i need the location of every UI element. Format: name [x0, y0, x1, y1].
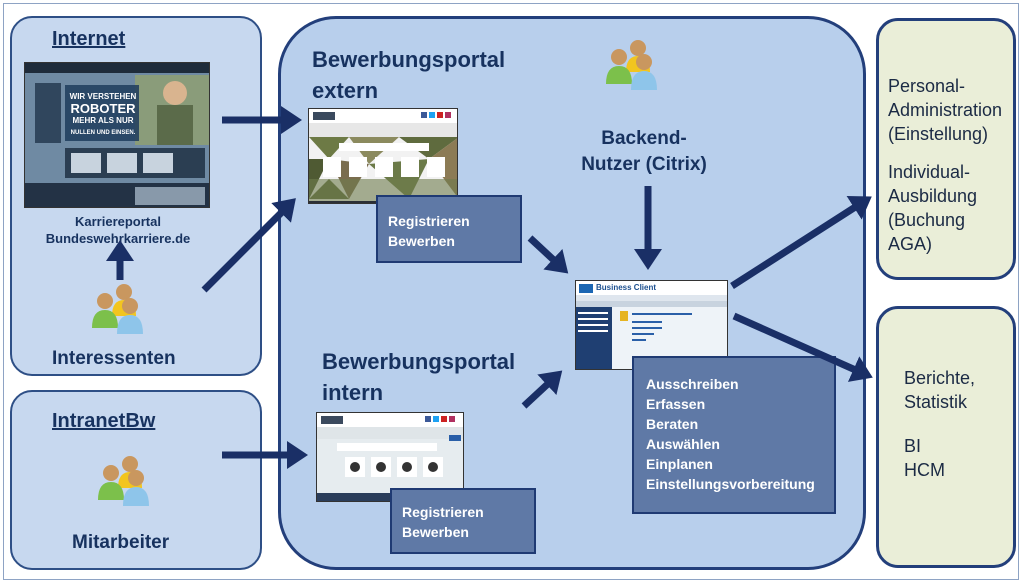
- karriereportal-screenshot: WIR VERSTEHEN ROBOTER MEHR ALS NUR NULLE…: [24, 62, 210, 208]
- internet-heading: Internet: [52, 28, 126, 50]
- reporting-panel: [876, 306, 1016, 568]
- backend-users-label: Backend- Nutzer (Citrix): [581, 128, 707, 175]
- portal-intern-title: Bewerbungsportal intern: [322, 349, 516, 405]
- business-client-title: Business Client: [596, 283, 657, 292]
- personnel-administration-text: Personal- Administration (Einstellung) I…: [888, 76, 1003, 254]
- portal-extern-action-box: Registrieren Bewerben: [376, 195, 522, 263]
- karriereportal-caption: Karriereportal Bundeswehrkarriere.de: [45, 214, 191, 246]
- reporting-text: Berichte, Statistik BI HCM: [904, 368, 976, 480]
- portal-intern-action-box: Registrieren Bewerben: [390, 488, 536, 554]
- backend-task-box: Ausschreiben Erfassen Beraten Auswählen …: [632, 356, 836, 514]
- mitarbeiter-label: Mitarbeiter: [72, 532, 170, 553]
- screenshot-slogan: WIR VERSTEHEN ROBOTER MEHR ALS NUR NULLE…: [69, 92, 137, 136]
- interessenten-label: Interessenten: [52, 348, 176, 369]
- karriereportal-image: [25, 63, 209, 207]
- business-client-screenshot: Business Client: [575, 280, 728, 370]
- portal-extern-image: [309, 109, 457, 203]
- intranet-heading: IntranetBw: [52, 410, 156, 432]
- outer-frame: [3, 3, 1019, 580]
- portal-extern-title: Bewerbungsportal extern: [312, 47, 506, 103]
- business-client-image: [576, 281, 727, 369]
- portal-extern-screenshot: [308, 108, 458, 204]
- personnel-administration-panel: [876, 18, 1016, 280]
